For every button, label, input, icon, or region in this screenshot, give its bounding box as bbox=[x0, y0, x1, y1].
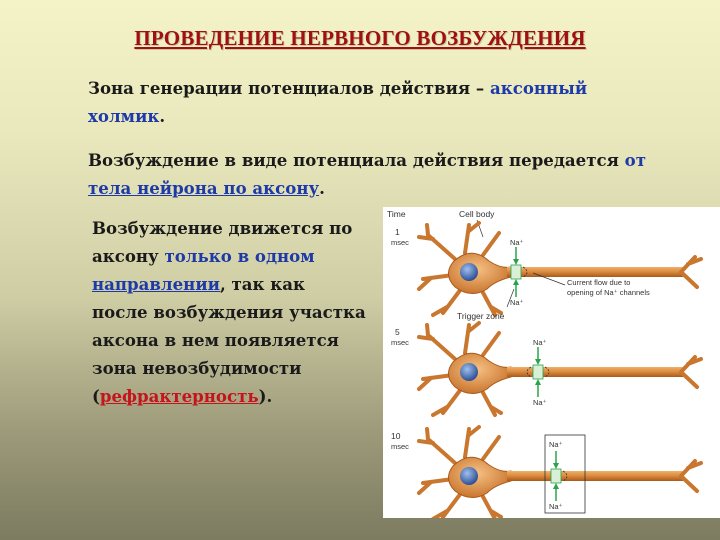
p2-highlight-2: тела нейрона по аксону bbox=[88, 178, 320, 198]
trigger-zone-label: Trigger zone bbox=[457, 311, 505, 321]
panel-10msec: 10 msec Na⁺ Na⁺ bbox=[391, 425, 703, 518]
na-label-top: Na⁺ bbox=[510, 238, 524, 247]
slide-title: ПРОВЕДЕНИЕ НЕРВНОГО ВОЗБУЖДЕНИЯ bbox=[134, 26, 586, 50]
panel-1msec: 1 msec Na⁺ Na⁺ Current flow due to openi… bbox=[391, 221, 703, 321]
current-flow-loop-2b bbox=[526, 366, 532, 378]
p3-line-1: Возбуждение движется по bbox=[92, 218, 353, 238]
channel-10msec bbox=[550, 468, 562, 484]
p3-line-7: (рефрактерность). bbox=[92, 382, 392, 410]
channel-5msec bbox=[532, 364, 544, 380]
current-flow-loop bbox=[522, 266, 528, 278]
current-flow-loop-3 bbox=[562, 470, 568, 482]
panel-1-unit: msec bbox=[391, 238, 409, 247]
p2-text: Возбуждение в виде потенциала действия п… bbox=[88, 150, 625, 170]
neuron-diagram-svg: Time Cell body 1 msec Na⁺ Na⁺ Current fl… bbox=[387, 209, 703, 518]
p3-line-5: аксона в нем появляется bbox=[92, 330, 339, 350]
trigger-zone-pointer bbox=[506, 288, 515, 308]
panel-2-unit: msec bbox=[391, 338, 409, 347]
cell-body-label: Cell body bbox=[459, 209, 495, 219]
neuron-1 bbox=[417, 221, 703, 317]
trigger-zone-channel bbox=[510, 264, 522, 280]
p3-line-6: зона невозбудимости bbox=[92, 358, 302, 378]
p1-highlight: аксонный bbox=[490, 78, 588, 98]
na-arrowhead-bottom bbox=[513, 279, 519, 285]
paragraph-direction: Возбуждение движется по аксону только в … bbox=[92, 214, 392, 410]
panel-1-time: 1 bbox=[395, 227, 400, 237]
na-arrowhead-top-2 bbox=[535, 359, 541, 365]
p3-l2-highlight: только в одном bbox=[164, 246, 315, 266]
p3-l3-text: , так как bbox=[219, 274, 306, 294]
current-flow-pointer bbox=[532, 272, 566, 286]
na-arrowhead-bottom-2 bbox=[535, 379, 541, 385]
na-label-top-2: Na⁺ bbox=[533, 338, 547, 347]
p3-l3-highlight: направлении bbox=[92, 274, 220, 294]
panel-3-unit: msec bbox=[391, 442, 409, 451]
panel-2-time: 5 bbox=[395, 327, 400, 337]
na-arrowhead-top bbox=[513, 259, 519, 265]
neuron-conduction-diagram: Time Cell body 1 msec Na⁺ Na⁺ Current fl… bbox=[383, 207, 720, 518]
paragraph-action-potential-zone: Зона генерации потенциалов действия – ак… bbox=[88, 74, 688, 130]
p3-l2-text: аксону bbox=[92, 246, 165, 266]
p1-end: . bbox=[159, 106, 166, 126]
p3-line-4: после возбуждения участка bbox=[92, 302, 366, 322]
current-flow-loop-2 bbox=[544, 366, 550, 378]
p1-highlight-2: холмик bbox=[88, 106, 160, 126]
current-flow-label-1: Current flow due to bbox=[567, 278, 630, 287]
p3-l7-close: ). bbox=[258, 386, 273, 406]
p3-line-2: аксону только в одном bbox=[92, 242, 392, 270]
na-arrowhead-bottom-3 bbox=[553, 483, 559, 489]
na-label-top-3: Na⁺ bbox=[549, 440, 563, 449]
neuron-2 bbox=[417, 321, 703, 417]
na-label-bottom-3: Na⁺ bbox=[549, 502, 563, 511]
p3-l7-open: ( bbox=[92, 386, 100, 406]
p3-line-3: направлении, так как bbox=[92, 270, 392, 298]
p2-highlight: от bbox=[624, 150, 647, 170]
current-flow-label-2: opening of Na⁺ channels bbox=[567, 288, 650, 297]
panel-3-time: 10 bbox=[391, 431, 401, 441]
time-header: Time bbox=[387, 209, 406, 219]
p2-end: . bbox=[319, 178, 325, 198]
na-label-bottom-2: Na⁺ bbox=[533, 398, 547, 407]
na-arrowhead-top-3 bbox=[553, 463, 559, 469]
panel-5msec: 5 msec Na⁺ Na⁺ bbox=[391, 321, 703, 417]
p3-l7-refractory: рефрактерность bbox=[99, 386, 259, 406]
p1-text: Зона генерации потенциалов действия – bbox=[88, 78, 490, 98]
paragraph-transmission: Возбуждение в виде потенциала действия п… bbox=[88, 146, 688, 202]
na-label-bottom: Na⁺ bbox=[510, 298, 524, 307]
refractory-frame bbox=[544, 434, 586, 514]
